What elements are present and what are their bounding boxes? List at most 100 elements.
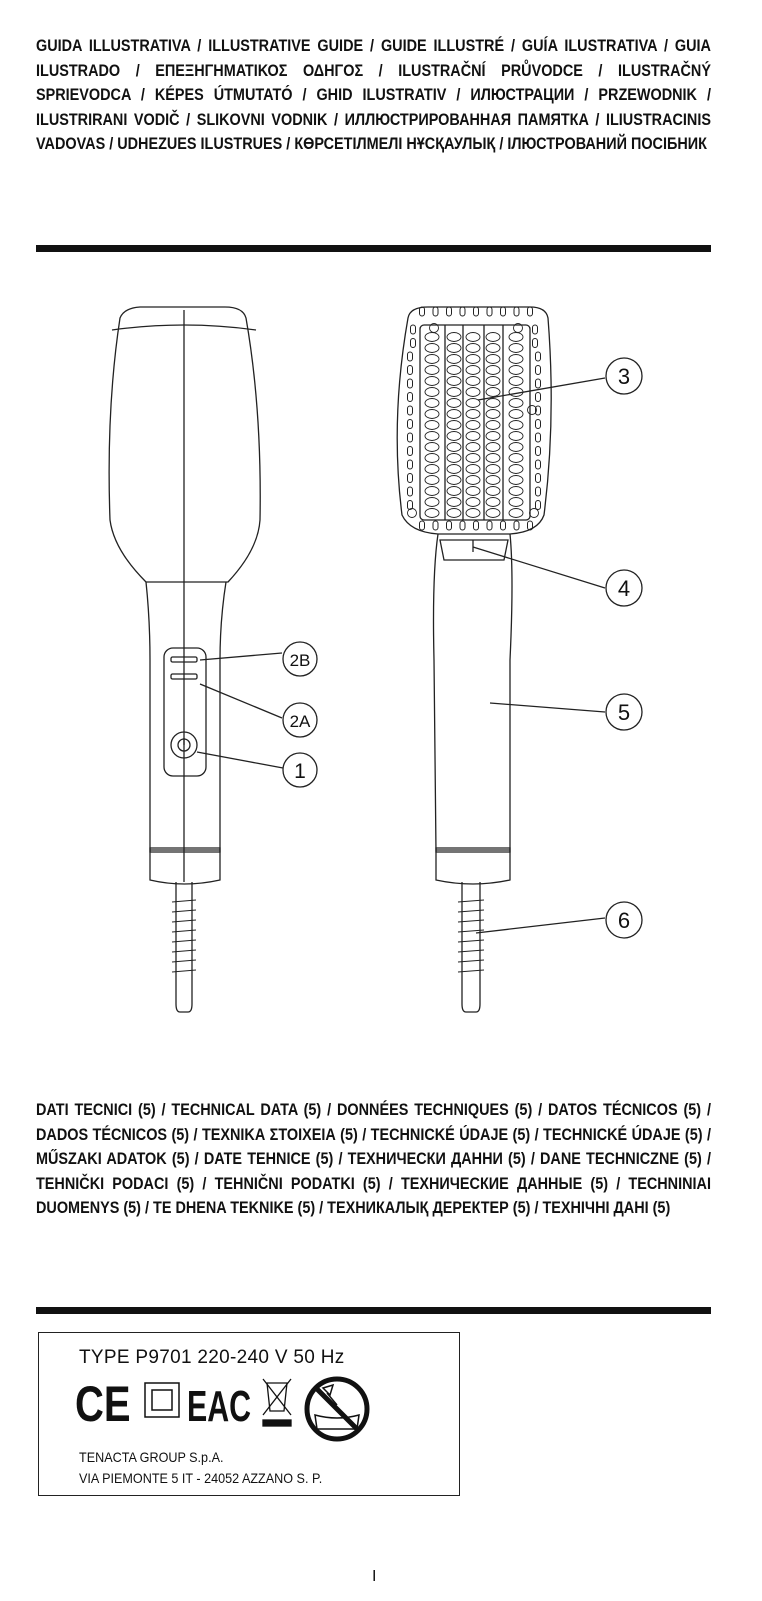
heating-cell [508,442,524,452]
top-divider [36,245,711,252]
screw-head [527,405,537,415]
no-water-icon [304,1376,370,1442]
heating-cell [508,332,524,342]
bristle [473,306,479,317]
heating-cell [465,508,481,518]
bristle [535,432,541,443]
bristle [407,405,413,416]
screw-head [513,323,523,333]
bristle [410,338,416,348]
company-name: TENACTA GROUP S.p.A. [79,1449,224,1465]
bristle [513,306,520,317]
power-button-side [170,731,198,759]
bristle [527,306,533,317]
heating-cell [485,508,501,518]
heating-cell [508,354,524,364]
bristle [419,520,425,531]
heating-cell [465,398,481,408]
heating-cell [508,508,524,518]
heating-cell [465,453,481,463]
bristle [532,338,538,348]
callout-5: 5 [618,700,630,725]
heating-cell [465,420,481,430]
heating-cell [485,398,501,408]
bristle [486,306,493,317]
bristle [407,473,413,483]
heating-cell [465,409,481,419]
bristle [407,459,413,470]
guide-heading: GUIDA ILLUSTRATIVA / ILLUSTRATIVE GUIDE … [36,37,711,153]
bristle [407,486,413,497]
bristle [535,365,541,375]
crossed-bin-icon [262,1378,292,1427]
heating-cell [424,464,440,474]
heating-cell [508,453,524,463]
bristle [459,306,466,317]
brush-front-view [396,306,552,1013]
bristle [535,446,541,456]
bristle [407,365,413,375]
heating-cell [446,354,462,364]
heating-cell [485,431,501,441]
callout-2b: 2B [290,651,311,670]
heating-cell [424,365,440,375]
heating-cell [446,343,462,353]
heating-cell [485,343,501,353]
heating-cell [508,475,524,485]
heating-cell [485,497,501,507]
heating-cell [465,464,481,474]
eac-mark-icon: EAC [187,1382,251,1431]
heating-cell [465,497,481,507]
heating-cell [508,497,524,507]
heating-cell [485,475,501,485]
heating-cell [508,420,524,430]
bristle [407,500,413,510]
bristle [419,306,425,317]
bristle [432,520,439,531]
switch-2b [170,656,198,663]
bristle [532,324,538,335]
heating-cell [485,420,501,430]
heating-cell [485,409,501,419]
callout-4: 4 [618,576,630,601]
bristle [459,520,466,531]
heating-cell [446,497,462,507]
heating-cell [508,365,524,375]
bristle [486,520,493,531]
bristle [535,405,541,416]
heating-cell [424,343,440,353]
rating-plate: TYPE P9701 220-240 V 50 Hz CE EAC TENACT… [38,1332,460,1496]
bristle [407,351,413,362]
bristle [407,446,413,456]
double-insulation-icon [144,1382,180,1418]
heating-cell [446,453,462,463]
heating-cell [465,343,481,353]
heating-cell [465,365,481,375]
heating-cell [424,442,440,452]
heating-cell [446,365,462,375]
heating-cell [424,398,440,408]
heating-cell [465,376,481,386]
bristle [535,459,541,470]
page-number: I [372,1568,377,1585]
heating-cell [485,354,501,364]
heating-cell [465,332,481,342]
heating-cell [508,343,524,353]
bristle [407,419,413,429]
heating-cell [424,420,440,430]
heating-cell [446,442,462,452]
heating-cell [446,376,462,386]
ce-mark-icon: CE [75,1376,131,1432]
heating-cell [508,376,524,386]
bottom-divider [36,1307,711,1314]
heating-cell [446,398,462,408]
type-line: TYPE P9701 220-240 V 50 Hz [79,1347,345,1368]
heating-cell [508,486,524,496]
bristle [473,520,479,531]
product-illustration: 2B 2A 1 3 4 5 6 [108,306,643,1013]
bristle [407,378,413,389]
bristle [446,520,452,531]
bristle [535,473,541,483]
heating-cell [508,431,524,441]
bristle [535,500,541,510]
